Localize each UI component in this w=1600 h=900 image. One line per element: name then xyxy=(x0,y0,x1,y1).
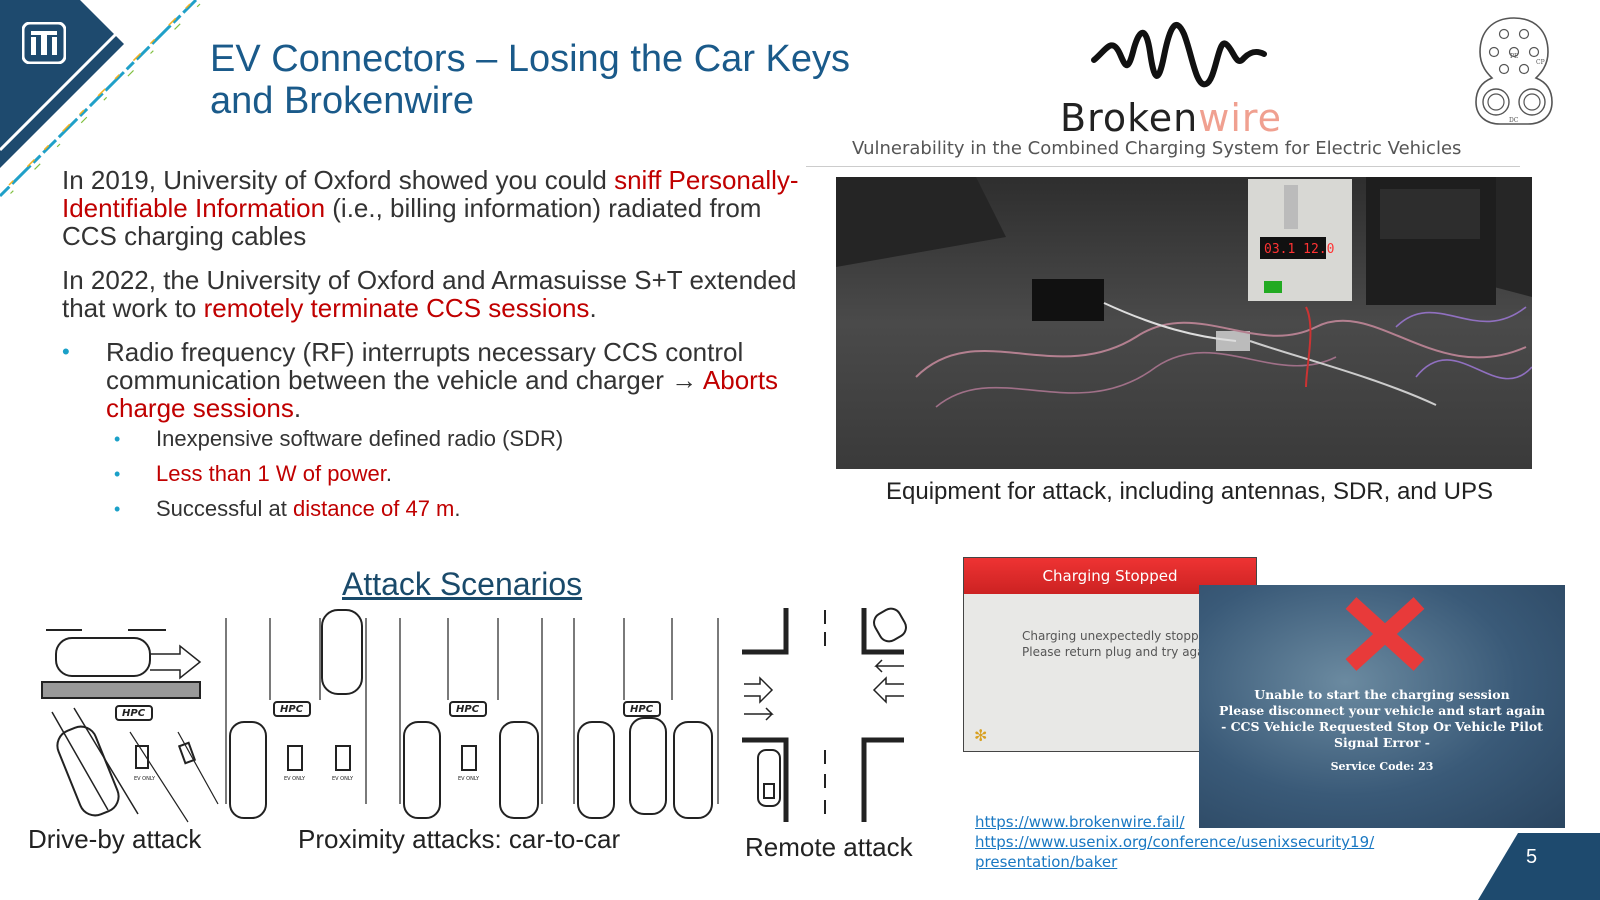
error-x-icon xyxy=(1345,597,1425,671)
page-number: 5 xyxy=(1526,846,1538,868)
sub-bullet-power: Less than 1 W of power. xyxy=(62,461,802,487)
error-message: Unable to start the charging session Ple… xyxy=(1199,687,1565,775)
equipment-photo-drawing: 03.1 12.0 xyxy=(836,177,1532,469)
charging-stopped-message: Charging unexpectedly stopped. Please re… xyxy=(1022,629,1220,659)
bullet-rf: Radio frequency (RF) interrupts necessar… xyxy=(62,338,802,422)
ev-only-label-4: EV ONLY xyxy=(458,776,480,782)
proximity-label: Proximity attacks: car-to-car xyxy=(298,824,621,854)
hpc-label-3: HPC xyxy=(456,704,480,715)
sub-bullets: Inexpensive software defined radio (SDR)… xyxy=(62,426,802,522)
hpc-label-4: HPC xyxy=(630,704,654,715)
attack-scenarios-title: Attack Scenarios xyxy=(342,566,583,602)
reference-links: https://www.brokenwire.fail/ https://www… xyxy=(975,812,1374,872)
title-line-2: and Brokenwire xyxy=(210,80,475,122)
drive-by-label: Drive-by attack xyxy=(28,824,202,854)
paragraph-2019: In 2019, University of Oxford showed you… xyxy=(62,165,799,251)
cp-label: CP xyxy=(1536,59,1545,66)
remote-label: Remote attack xyxy=(745,832,913,862)
brokenwire-tagline: Vulnerability in the Combined Charging S… xyxy=(852,138,1462,159)
page-title: EV Connectors – Losing the Car Keys and … xyxy=(210,38,890,122)
ev-only-label-2: EV ONLY xyxy=(284,776,306,782)
pe-label: PE xyxy=(1510,53,1518,60)
gear-icon: ✻ xyxy=(974,726,988,745)
sandia-logo-icon xyxy=(22,22,66,64)
sub-bullet-sdr: Inexpensive software defined radio (SDR) xyxy=(62,426,802,452)
sub-bullet-distance: Successful at distance of 47 m. xyxy=(62,496,802,522)
psu-readout: 03.1 12.0 xyxy=(1264,242,1334,257)
paragraph-2022: In 2022, the University of Oxford and Ar… xyxy=(62,265,797,323)
ccs-connector-icon: PE CP DC xyxy=(1475,17,1553,125)
equipment-photo: 03.1 12.0 xyxy=(836,177,1532,469)
ev-only-label-3: EV ONLY xyxy=(332,776,354,782)
hpc-label-2: HPC xyxy=(280,704,304,715)
body-text: In 2019, University of Oxford showed you… xyxy=(62,166,802,531)
divider xyxy=(806,166,1520,167)
usenix-link-cont[interactable]: presentation/baker xyxy=(975,853,1118,871)
ev-only-label-1: EV ONLY xyxy=(134,776,156,782)
page-number-tab xyxy=(1478,833,1600,900)
photo-caption: Equipment for attack, including antennas… xyxy=(886,478,1494,505)
usenix-link[interactable]: https://www.usenix.org/conference/usenix… xyxy=(975,833,1375,851)
charging-stopped-header: Charging Stopped xyxy=(964,558,1256,594)
brokenwire-logo: Brokenwire xyxy=(1060,14,1300,138)
waveform-icon xyxy=(1091,22,1267,88)
charger-screen-error: Unable to start the charging session Ple… xyxy=(1199,585,1565,828)
brokenwire-link[interactable]: https://www.brokenwire.fail/ xyxy=(975,813,1185,831)
service-code: Service Code: 23 xyxy=(1330,760,1434,773)
attack-scenarios-diagram: HPC HPC HPC HPC EV ONLY EV ONLY EV ONLY … xyxy=(41,607,907,823)
title-line-1: EV Connectors – Losing the Car Keys xyxy=(210,38,851,80)
dc-label: DC xyxy=(1509,117,1519,124)
brokenwire-wordmark: Brokenwire xyxy=(1060,96,1283,140)
hpc-label-1: HPC xyxy=(122,708,146,719)
